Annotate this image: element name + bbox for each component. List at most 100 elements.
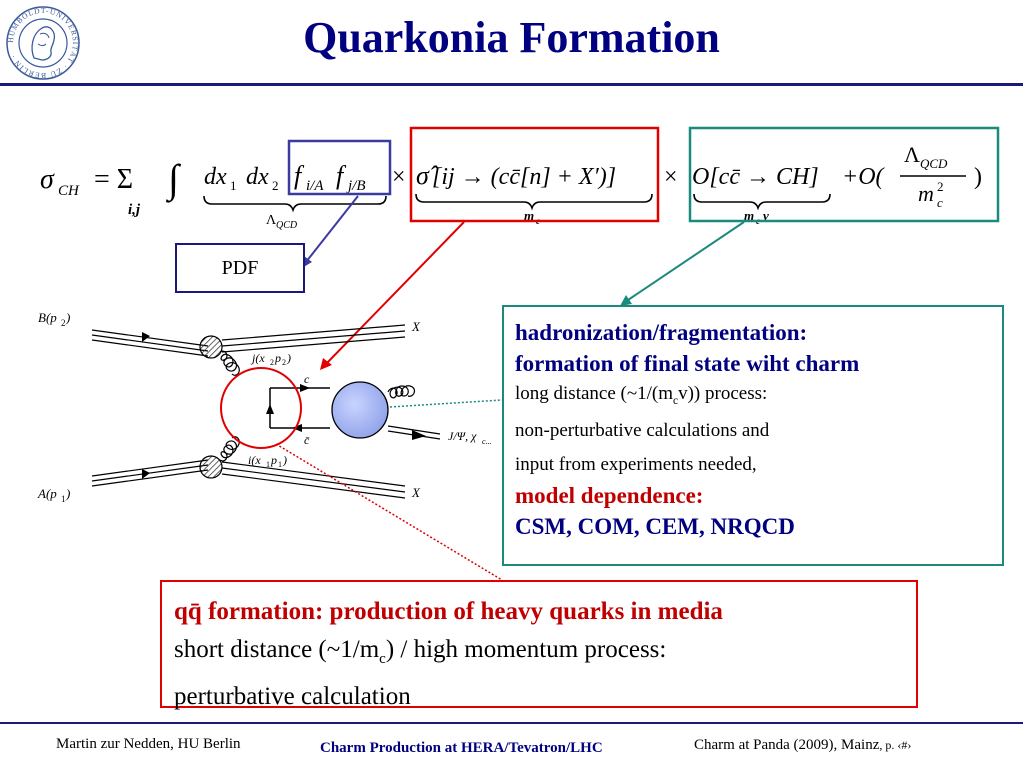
label-x-top: X — [411, 319, 421, 334]
pdf-label-box: PDF — [175, 243, 305, 293]
formula-dx2-sub: 2 — [272, 178, 279, 193]
underbrace-3 — [693, 193, 831, 211]
gluon-bottom — [219, 436, 240, 462]
qq-line-1-post: ) / high momentum process: — [385, 636, 667, 663]
label-j-sub2: 2 — [282, 358, 286, 367]
hadronization-blob — [331, 381, 389, 439]
ldme-connector — [627, 221, 745, 301]
pdf-term-box — [287, 139, 392, 196]
beam-b-line-2 — [91, 334, 209, 352]
model-list: CSM, COM, CEM, NRQCD — [515, 513, 795, 539]
formula-f2: f — [336, 161, 347, 190]
slide-title: Quarkonia Formation — [303, 13, 720, 62]
header-divider — [0, 83, 1023, 86]
remnant-bottom-3 — [221, 473, 406, 499]
label-j-mid: p — [274, 351, 281, 365]
jpsi-line-1 — [387, 425, 441, 435]
qq-line-1-sub: c — [379, 651, 386, 667]
label-jpsi-sub: c... — [482, 437, 492, 446]
label-i-sub2: 1 — [278, 460, 282, 469]
formula-dx1: dx — [204, 164, 227, 190]
hadronization-line-1-sub: c — [673, 394, 679, 407]
label-c: c — [304, 372, 310, 386]
dotted-teal-connector — [389, 399, 503, 408]
label-j-close: ) — [286, 351, 291, 365]
remnant-top-3 — [221, 336, 406, 353]
remnant-bottom-2 — [221, 467, 406, 493]
label-i-mid: p — [270, 453, 277, 467]
formula-dx2: dx — [246, 164, 269, 190]
hadronization-line-1: long distance (~1/(mcv)) process: — [515, 379, 992, 416]
formula-f1-sub: i/A — [306, 178, 324, 194]
beam-a-line-1 — [91, 469, 209, 487]
qq-title-rest: formation: production of heavy quarks in… — [201, 598, 723, 625]
hadronization-line-2: non-perturbative calculations and — [515, 419, 770, 441]
qq-line-2: perturbative calculation — [174, 683, 411, 710]
remnant-top-2 — [221, 330, 406, 347]
formula-sigma-sub: CH — [58, 183, 80, 199]
pdf-connector — [305, 195, 359, 263]
hard-process-box — [409, 126, 660, 223]
propagator-arrow — [266, 404, 274, 414]
formula-mc-sub: c — [937, 195, 943, 210]
gluon-top — [219, 350, 240, 376]
formula-f2-sub: j/B — [346, 178, 366, 194]
formula-dx1-sub: 1 — [230, 178, 237, 193]
formula-sigma: σ — [40, 164, 55, 195]
qq-formation-box: qq̄ formation: production of heavy quark… — [160, 580, 918, 710]
proton-blob-bottom — [199, 455, 223, 479]
footer-conference-name: Charm at Panda (2009), Mainz — [694, 737, 880, 753]
hadronization-line-1-post: v)) process: — [678, 383, 768, 404]
qq-formation-title: qq̄ formation: production of heavy quark… — [174, 593, 916, 631]
underbrace1-label: Λ — [266, 213, 277, 228]
label-a: A(p — [37, 486, 57, 501]
quark-cbar-arrow — [292, 424, 302, 432]
hard-connector — [325, 221, 465, 365]
formula-equals-sum: = Σ — [94, 164, 133, 195]
beam-b-line-1 — [91, 329, 209, 347]
footer-talk-title: Charm Production at HERA/Tevatron/LHC — [320, 740, 603, 756]
footer-author: Martin zur Nedden, HU Berlin — [56, 736, 241, 752]
qq-line-1: short distance (~1/mc) / high momentum p… — [174, 631, 916, 678]
ldme-arrowhead — [620, 295, 632, 306]
label-j: j(x — [250, 351, 265, 365]
formula-mc: m — [918, 181, 934, 206]
hard-arrowhead — [320, 358, 332, 370]
hadronization-line-3: input from experiments needed, — [515, 453, 757, 475]
label-jpsi: J/Ψ, χ — [448, 429, 477, 443]
qq-symbol: qq̄ — [174, 598, 202, 625]
formula-times1: × — [392, 164, 406, 190]
pdf-label: PDF — [221, 257, 259, 279]
beam-b-arrow — [142, 332, 150, 342]
university-logo: HUMBOLDT-UNIVERSITÄT · ZU BERLIN · — [4, 4, 82, 82]
model-dependence-label: model dependence: — [515, 482, 704, 508]
formula-lambda-sub: QCD — [920, 156, 948, 171]
underbrace-2 — [415, 193, 653, 211]
label-b: B(p — [38, 310, 57, 325]
label-j-sub: 2 — [270, 358, 274, 367]
footer-divider — [0, 722, 1023, 724]
beam-a-line-3 — [91, 459, 209, 477]
beam-b-line-3 — [91, 339, 209, 357]
underbrace3-tail: v — [763, 208, 769, 223]
underbrace2-label: m — [524, 208, 534, 223]
label-i-sub: 1 — [266, 460, 270, 469]
formula-process: [ij → (cc̄[n] + X′)] — [432, 164, 616, 190]
underbrace3-label: m — [744, 208, 754, 223]
label-cbar: c̄ — [304, 433, 310, 447]
footer-page-label: , p. ‹#› — [879, 738, 912, 752]
formula-o-term: O[cc̄ → CH] — [692, 164, 819, 190]
hadronization-line-1-pre: long distance (~1/(m — [515, 383, 674, 404]
label-i: i(x — [248, 453, 261, 467]
underbrace-1 — [203, 195, 387, 213]
formula-f1: f — [294, 161, 305, 190]
footer-conference: Charm at Panda (2009), Mainz, p. ‹#› — [694, 737, 911, 754]
formula-close: ) — [974, 164, 982, 190]
formula-sum-sub: i,j — [128, 202, 141, 218]
formula-lambda: Λ — [904, 142, 920, 167]
formula-times2: × — [664, 164, 678, 190]
hadronization-title-2: formation of final state wiht charm — [515, 351, 860, 376]
ldme-box — [688, 126, 1000, 223]
